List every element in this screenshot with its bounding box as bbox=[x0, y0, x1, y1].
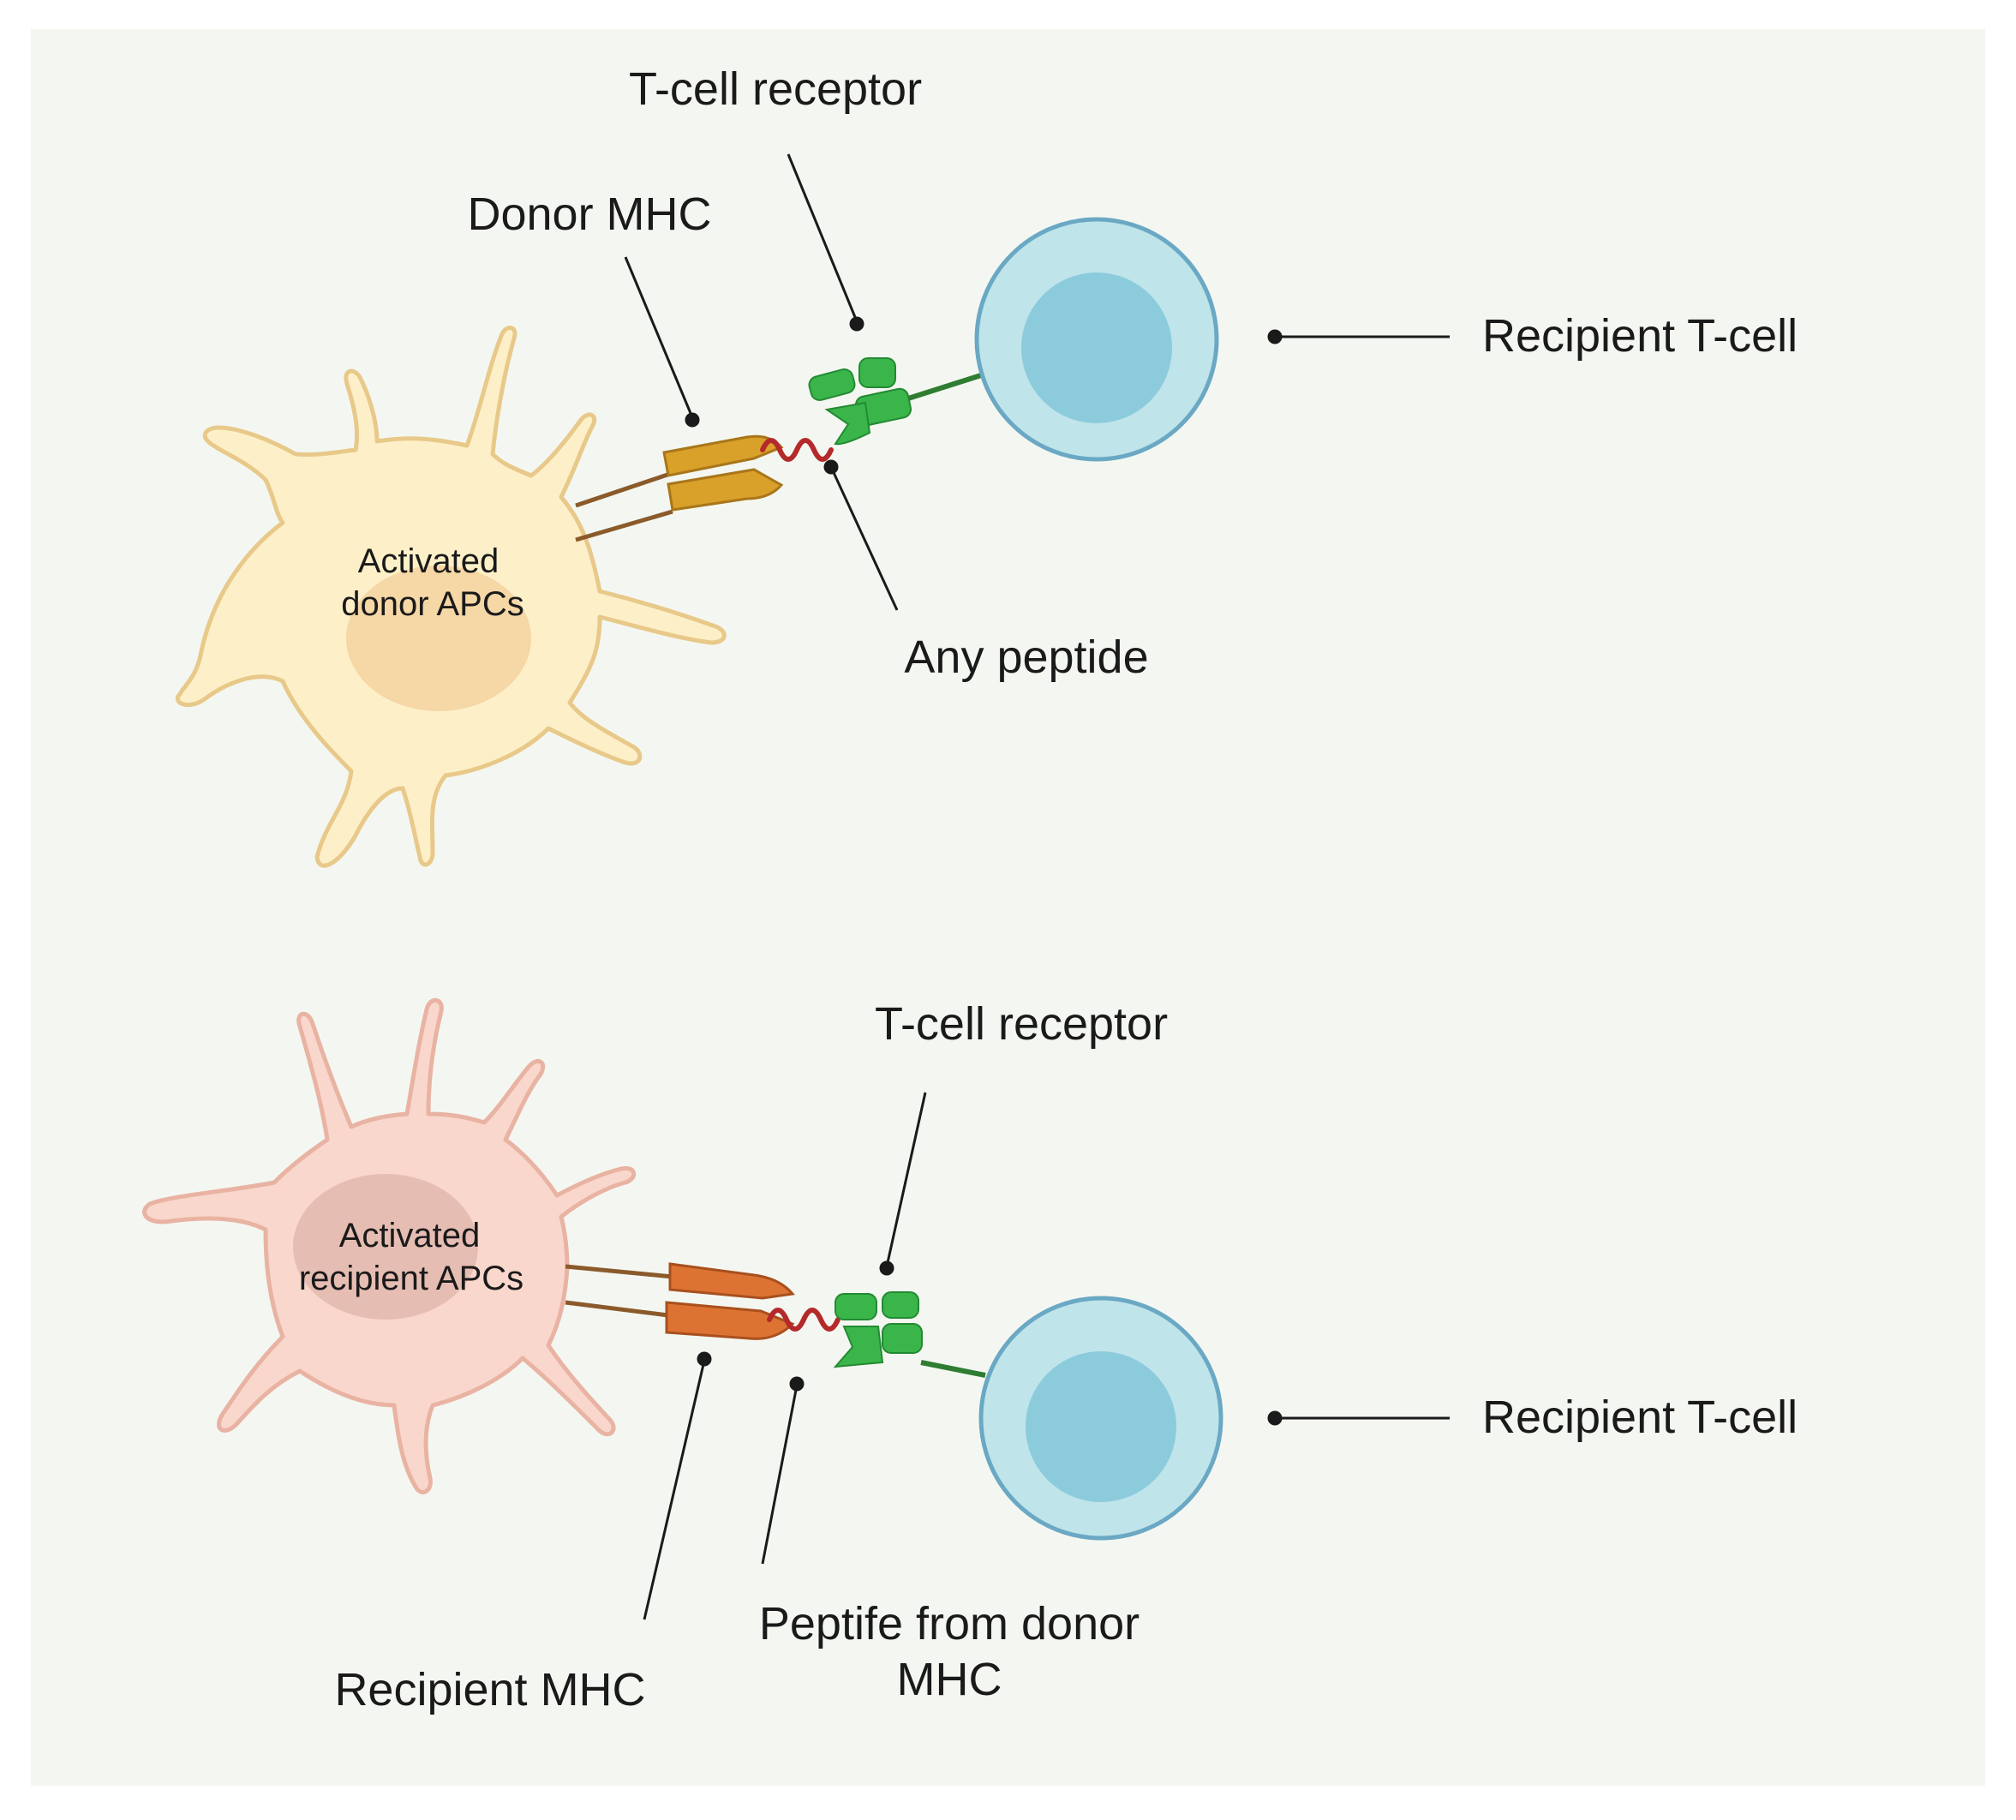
top-mhc-label: Donor MHC bbox=[467, 189, 711, 240]
bottom-peptide-label-line2: MHC bbox=[897, 1654, 1002, 1705]
bottom-peptide-label-line1: Peptife from donor bbox=[759, 1598, 1140, 1649]
top-leader-lines bbox=[624, 153, 1450, 611]
bottom-leader-lines bbox=[643, 1092, 1450, 1620]
bottom-tcr bbox=[833, 1291, 923, 1368]
recipient-mhc bbox=[665, 1262, 795, 1340]
bottom-mhc-label: Recipient MHC bbox=[334, 1664, 645, 1715]
top-tcell-label: Recipient T-cell bbox=[1482, 310, 1798, 362]
top-tcr-stalk bbox=[907, 373, 982, 401]
recipient-mhc-stalk-1 bbox=[565, 1264, 673, 1279]
recipient-apc-label-line2: recipient APCs bbox=[299, 1260, 523, 1297]
donor-mhc-stalk-2 bbox=[575, 509, 673, 542]
top-peptide-label: Any peptide bbox=[904, 632, 1148, 683]
top-tcr bbox=[808, 357, 912, 446]
bottom-panel: Activated recipient APCs bbox=[142, 997, 1798, 1715]
top-tcr-label: T-cell receptor bbox=[629, 63, 922, 115]
recipient-apc: Activated recipient APCs bbox=[142, 997, 636, 1494]
top-panel: Activated donor APCs T- bbox=[176, 63, 1798, 868]
bottom-tcell-label: Recipient T-cell bbox=[1482, 1392, 1798, 1443]
recipient-mhc-stalk-2 bbox=[565, 1300, 669, 1318]
donor-apc: Activated donor APCs bbox=[176, 326, 727, 868]
donor-apc-label-line1: Activated bbox=[358, 542, 500, 580]
donor-apc-label-line2: donor APCs bbox=[341, 585, 523, 623]
recipient-apc-label-line1: Activated bbox=[339, 1217, 481, 1254]
bottom-recipient-tcell bbox=[981, 1298, 1221, 1538]
bottom-tcr-stalk bbox=[920, 1360, 986, 1378]
top-recipient-tcell bbox=[977, 219, 1217, 459]
bottom-peptide bbox=[767, 1308, 840, 1332]
donor-mhc-stalk-1 bbox=[575, 470, 673, 508]
top-peptide bbox=[760, 438, 834, 462]
bottom-tcr-label: T-cell receptor bbox=[875, 998, 1168, 1050]
